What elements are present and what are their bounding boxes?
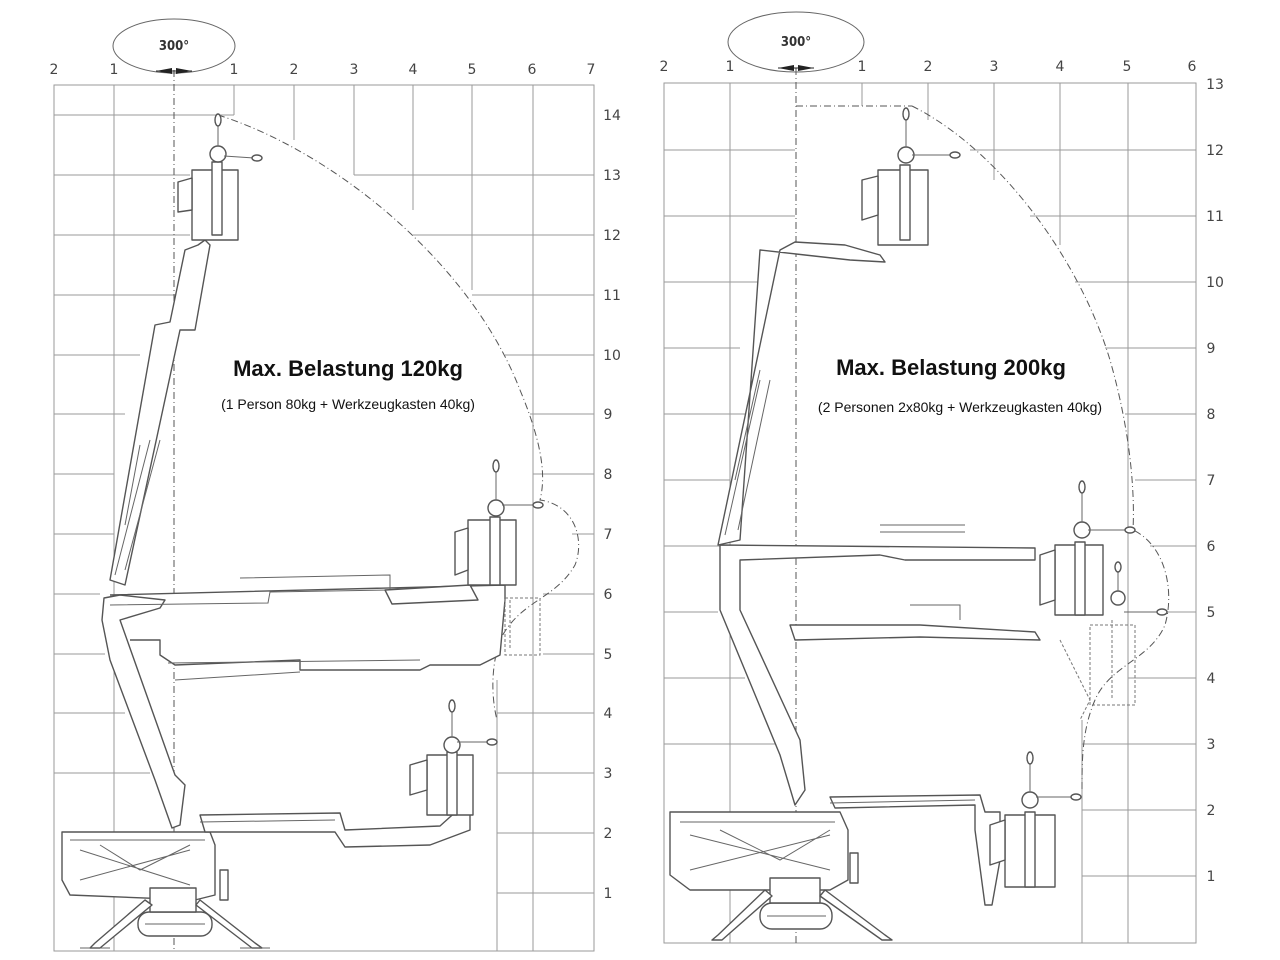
rotation-arrows: [156, 68, 192, 74]
y-tick: 2: [1207, 803, 1216, 819]
y-tick: 13: [603, 168, 621, 184]
rotation-ellipse: [727, 11, 865, 73]
x-tick: 2: [924, 59, 933, 75]
max-load-subtitle: (1 Person 80kg + Werkzeugkasten 40kg): [221, 396, 475, 412]
rotation-label: 300°: [781, 35, 811, 50]
boom-high: [717, 107, 961, 546]
x-axis-labels: 2 1 1 2 3 4 5 6: [660, 59, 1197, 75]
grid-vertical: [113, 85, 534, 951]
x-tick: 6: [1188, 59, 1197, 75]
diagram-frame: [663, 82, 1197, 944]
x-tick: 1: [110, 62, 119, 78]
boom-mid: [719, 480, 1168, 806]
machine-base: [669, 811, 893, 941]
x-tick: 4: [409, 62, 418, 78]
y-tick: 8: [604, 467, 613, 483]
y-tick: 11: [603, 288, 621, 304]
y-tick: 12: [1206, 143, 1224, 159]
y-tick: 2: [604, 826, 613, 842]
y-tick: 6: [604, 587, 613, 603]
y-tick: 11: [1206, 209, 1224, 225]
grid-horizontal: [54, 114, 594, 894]
boom-low: [829, 751, 1082, 906]
y-tick: 14: [603, 108, 621, 124]
boom-mid: [101, 459, 544, 829]
diagram-left: 300° 2 1 1 2 3 4 5 6 7 14 13 12 11 10 9 …: [50, 18, 621, 952]
x-tick: 4: [1056, 59, 1065, 75]
working-envelope: [217, 114, 580, 721]
max-load-subtitle: (2 Personen 2x80kg + Werkzeugkasten 40kg…: [818, 399, 1102, 415]
y-tick: 6: [1207, 539, 1216, 555]
x-tick: 3: [990, 59, 999, 75]
x-tick: 2: [50, 62, 59, 78]
boom-low: [199, 699, 498, 848]
x-tick: 2: [290, 62, 299, 78]
max-load-title: Max. Belastung 200kg: [836, 355, 1066, 380]
x-tick: 2: [660, 59, 669, 75]
x-tick: 1: [726, 59, 735, 75]
y-tick: 13: [1206, 77, 1224, 93]
y-tick: 5: [604, 647, 613, 663]
y-tick: 1: [1207, 869, 1216, 885]
diagram-right: 300° 2 1 1 2 3 4 5 6 13 12 11 10 9 8 7 6…: [660, 11, 1224, 944]
boom-high: [109, 113, 263, 586]
x-tick: 1: [858, 59, 867, 75]
y-tick: 7: [1207, 473, 1216, 489]
x-tick: 6: [528, 62, 537, 78]
y-tick: 4: [1207, 671, 1216, 687]
diagram-frame: [53, 84, 595, 952]
working-envelope: [911, 105, 1170, 791]
y-axis-labels: 13 12 11 10 9 8 7 6 5 4 3 2 1: [1206, 77, 1224, 885]
y-tick: 5: [1207, 605, 1216, 621]
y-tick: 9: [1207, 341, 1216, 357]
y-axis-labels: 14 13 12 11 10 9 8 7 6 5 4 3 2 1: [603, 108, 621, 902]
grid-horizontal: [664, 149, 1196, 877]
y-tick: 3: [604, 766, 613, 782]
y-tick: 4: [604, 706, 613, 722]
rotation-arrows: [778, 65, 814, 71]
machine-base: [61, 831, 270, 949]
y-tick: 12: [603, 228, 621, 244]
max-load-title: Max. Belastung 120kg: [233, 356, 463, 381]
x-tick: 5: [468, 62, 477, 78]
x-tick: 3: [350, 62, 359, 78]
rotation-ellipse: [112, 18, 236, 74]
x-tick: 7: [587, 62, 596, 78]
y-tick: 1: [604, 886, 613, 902]
y-tick: 10: [1206, 275, 1224, 291]
y-tick: 10: [603, 348, 621, 364]
y-tick: 3: [1207, 737, 1216, 753]
x-axis-labels: 2 1 1 2 3 4 5 6 7: [50, 62, 596, 78]
x-tick: 1: [230, 62, 239, 78]
x-tick: 5: [1123, 59, 1132, 75]
y-tick: 7: [604, 527, 613, 543]
y-tick: 8: [1207, 407, 1216, 423]
rotation-label: 300°: [159, 39, 189, 54]
y-tick: 9: [604, 407, 613, 423]
